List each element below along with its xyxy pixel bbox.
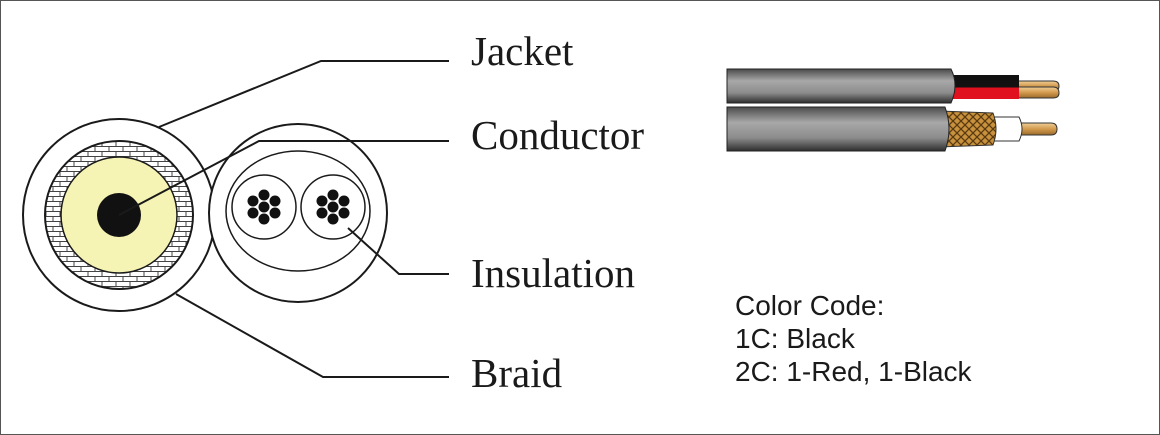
coax-braid-weave [938, 110, 997, 148]
conductor-leader [118, 140, 449, 216]
coax-jacket [726, 106, 950, 152]
power-wire-black [943, 75, 1019, 87]
jacket-leader [158, 60, 449, 128]
wire-strands-1 [247, 189, 281, 225]
power-jacket [726, 68, 956, 104]
power-cross-section [208, 123, 388, 303]
coax-white-dielectric [990, 116, 1023, 142]
color-code-legend: Color Code: 1C: Black 2C: 1-Red, 1-Black [735, 289, 972, 388]
color-code-2c: 2C: 1-Red, 1-Black [735, 356, 972, 387]
braid-leader [175, 293, 449, 378]
color-code-1c: 1C: Black [735, 323, 855, 354]
coax-cable-side-view [726, 106, 1058, 152]
wire-strands-2 [316, 189, 350, 225]
color-code-heading: Color Code: [735, 290, 885, 321]
coax-copper-tip [1016, 122, 1058, 136]
power-cable-side-view [726, 68, 1060, 104]
power-wire-red [943, 87, 1019, 99]
label-jacket: Jacket [471, 28, 574, 74]
power-copper-tip-2 [1016, 86, 1060, 99]
insulation-leader [347, 227, 449, 275]
label-braid: Braid [471, 350, 563, 396]
label-conductor: Conductor [471, 112, 645, 158]
label-insulation: Insulation [471, 250, 635, 296]
leader-lines [118, 60, 449, 378]
